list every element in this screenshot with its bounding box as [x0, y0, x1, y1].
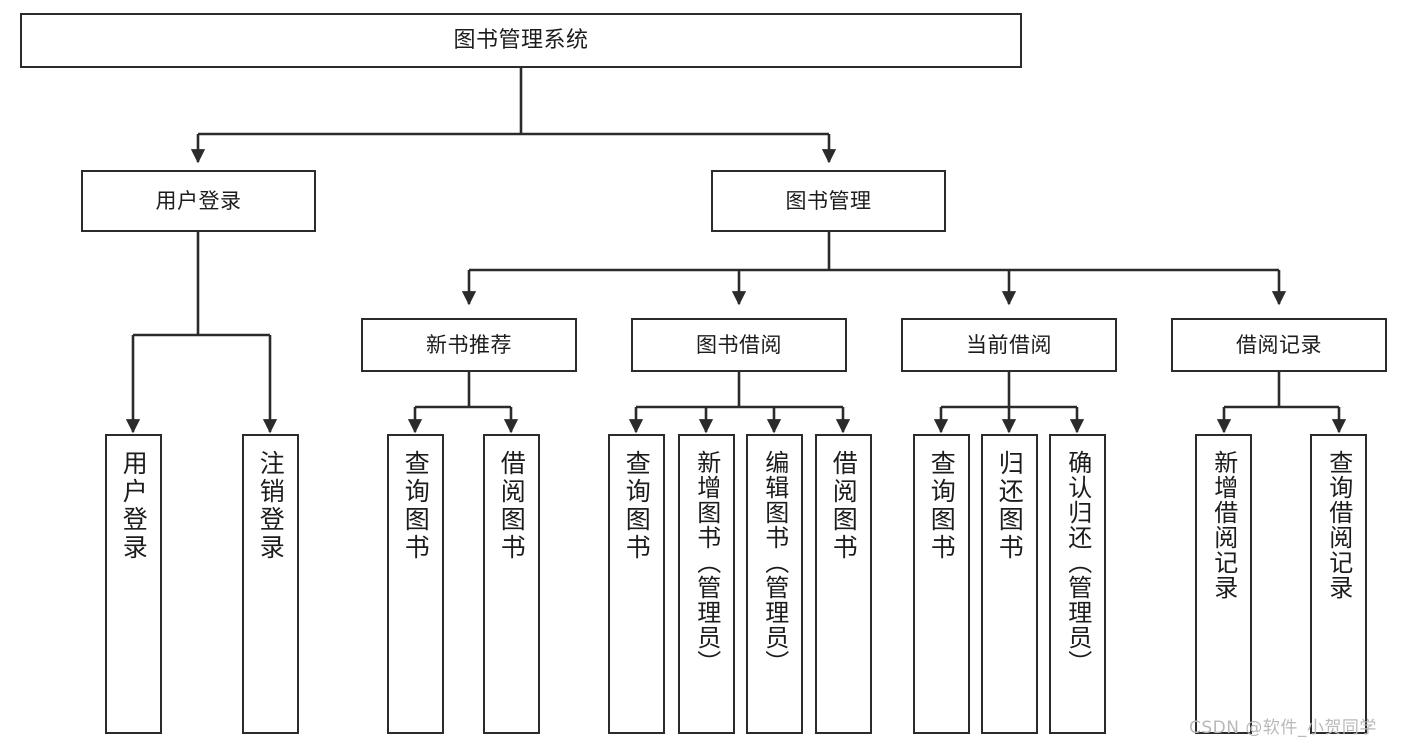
node-book-management[interactable]: 图书管理 — [711, 170, 946, 232]
leaf-add-borrow-record[interactable]: 新增借阅记录 — [1195, 434, 1252, 734]
node-label: 确认归还（管理员） — [1063, 450, 1092, 675]
leaf-query-book-current[interactable]: 查询图书 — [913, 434, 970, 734]
leaf-edit-book-admin[interactable]: 编辑图书（管理员） — [746, 434, 803, 734]
node-new-book-recommend[interactable]: 新书推荐 — [361, 318, 577, 372]
leaf-return-book[interactable]: 归还图书 — [981, 434, 1038, 734]
node-book-borrow[interactable]: 图书借阅 — [631, 318, 847, 372]
csdn-watermark: CSDN @软件_小贺同学 — [1189, 718, 1377, 738]
node-label: 借阅记录 — [1236, 332, 1322, 357]
node-root-system[interactable]: 图书管理系统 — [20, 13, 1022, 68]
leaf-query-borrow-record[interactable]: 查询借阅记录 — [1310, 434, 1367, 734]
node-label: 新增图书（管理员） — [692, 450, 721, 675]
node-borrow-record[interactable]: 借阅记录 — [1171, 318, 1387, 372]
node-label: 查询图书 — [927, 450, 957, 562]
node-label: 借阅图书 — [829, 450, 859, 562]
node-label: 用户登录 — [119, 450, 149, 562]
leaf-confirm-return-admin[interactable]: 确认归还（管理员） — [1049, 434, 1106, 734]
leaf-logout[interactable]: 注销登录 — [242, 434, 299, 734]
leaf-user-login[interactable]: 用户登录 — [105, 434, 162, 734]
node-label: 借阅图书 — [497, 450, 527, 562]
node-label: 归还图书 — [995, 450, 1025, 562]
node-label: 注销登录 — [256, 450, 286, 562]
node-label: 图书借阅 — [696, 332, 782, 357]
node-label: 新书推荐 — [426, 332, 512, 357]
node-label: 图书管理 — [785, 188, 872, 213]
node-current-borrow[interactable]: 当前借阅 — [901, 318, 1117, 372]
leaf-query-book-borrow[interactable]: 查询图书 — [608, 434, 665, 734]
leaf-add-book-admin[interactable]: 新增图书（管理员） — [678, 434, 735, 734]
leaf-borrow-book[interactable]: 借阅图书 — [815, 434, 872, 734]
node-label: 查询图书 — [622, 450, 652, 562]
node-label: 用户登录 — [155, 188, 242, 213]
leaf-query-book-recommend[interactable]: 查询图书 — [387, 434, 444, 734]
leaf-borrow-book-recommend[interactable]: 借阅图书 — [483, 434, 540, 734]
node-label: 查询图书 — [401, 450, 431, 562]
node-user-login[interactable]: 用户登录 — [81, 170, 316, 232]
node-label: 图书管理系统 — [453, 27, 589, 53]
node-label: 查询借阅记录 — [1324, 450, 1353, 600]
node-label: 编辑图书（管理员） — [760, 450, 789, 675]
node-label: 当前借阅 — [966, 332, 1052, 357]
node-label: 新增借阅记录 — [1209, 450, 1238, 600]
